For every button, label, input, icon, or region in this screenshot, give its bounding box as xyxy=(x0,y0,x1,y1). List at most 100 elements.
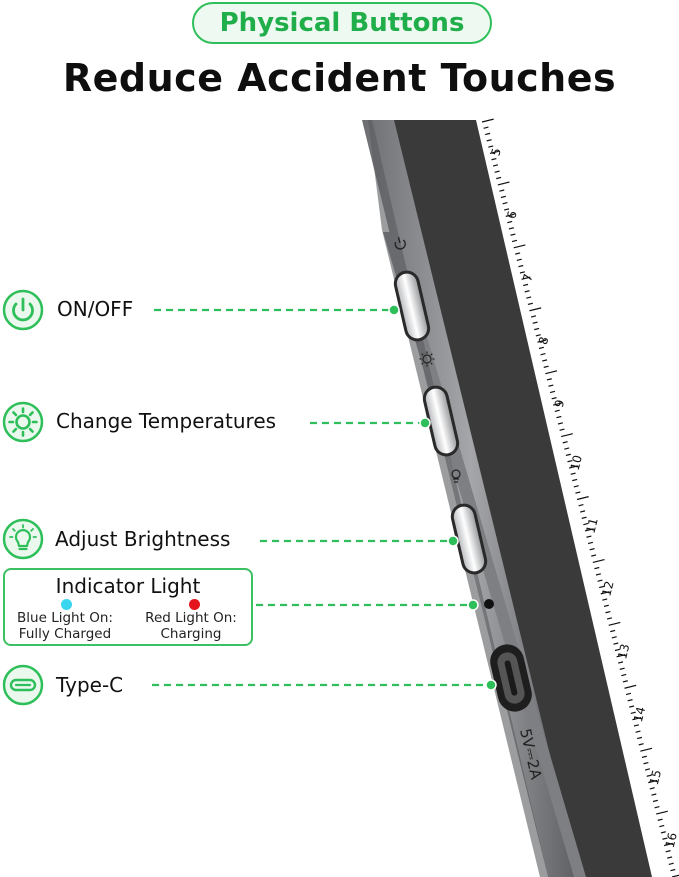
ruler-tick xyxy=(594,566,600,570)
lightbulb-icon xyxy=(2,518,44,560)
ruler-tick xyxy=(516,258,522,261)
ruler-tick xyxy=(619,667,625,670)
ruler-tick xyxy=(575,491,581,494)
red-light-line1: Red Light On: xyxy=(145,610,237,626)
ruler-tick xyxy=(600,591,610,595)
ruler-tick xyxy=(660,831,666,834)
ruler-mark-label: 14 xyxy=(631,705,648,723)
label-type-c: Type-C xyxy=(56,673,124,697)
ruler-tick xyxy=(510,233,516,236)
connector-dot-onoff xyxy=(388,304,400,316)
edge-brightness-symbol xyxy=(451,469,461,483)
ruler-tick xyxy=(632,716,642,721)
ruler-tick xyxy=(667,856,673,859)
edge-power-symbol xyxy=(394,237,406,250)
ruler-tick xyxy=(505,213,515,217)
connector-dot-temperature xyxy=(419,417,431,429)
indicator-title: Indicator Light xyxy=(55,574,201,598)
ruler-tick xyxy=(529,307,542,312)
connector-dot-typec xyxy=(485,679,497,691)
ruler-tick xyxy=(605,610,611,614)
ruler-tick xyxy=(643,761,649,765)
ruler-tick xyxy=(513,244,526,249)
ruler-tick xyxy=(511,239,518,243)
ruler-tick xyxy=(613,642,619,645)
ruler-tick xyxy=(527,302,533,306)
ruler-tick xyxy=(556,415,562,419)
ruler-tick xyxy=(616,654,626,658)
ruler-mark-label: 10 xyxy=(568,454,585,472)
ruler-tick xyxy=(508,227,514,230)
page-title: Reduce Accident Touches xyxy=(62,56,617,100)
blue-light-dot xyxy=(61,599,72,610)
ruler-tick xyxy=(553,402,563,406)
ruler-tick xyxy=(618,661,624,664)
ruler-tick xyxy=(606,617,613,620)
ruler-tick xyxy=(627,699,633,702)
edge-sun-ray xyxy=(430,353,433,356)
ruler-tick xyxy=(656,810,668,815)
ruler-tick xyxy=(549,390,556,394)
ruler-tick xyxy=(592,558,605,563)
ruler-mark-label: 15 xyxy=(647,768,664,786)
ruler-tick xyxy=(562,441,568,444)
ruler-tick xyxy=(630,711,636,714)
ruler-tick xyxy=(507,220,513,224)
ruler-tick xyxy=(659,824,665,828)
ruler-tick xyxy=(644,768,651,771)
blue-light-line1: Blue Light On: xyxy=(17,610,113,626)
label-brightness: Adjust Brightness xyxy=(55,527,231,551)
ruler-tick xyxy=(622,680,628,683)
label-temperature: Change Temperatures xyxy=(56,409,277,433)
ruler-tick xyxy=(542,359,548,362)
ruler-tick xyxy=(521,276,531,280)
blue-light-line2: Fully Charged xyxy=(18,626,112,642)
indicator-led-hole xyxy=(484,599,494,609)
ruler-tick xyxy=(583,522,589,526)
ruler-tick xyxy=(646,774,652,777)
ruler-tick xyxy=(559,428,565,431)
ruler-tick xyxy=(629,705,635,708)
ruler-tick xyxy=(624,684,637,689)
ruler-tick xyxy=(651,793,657,796)
ruler-mark-label: 8 xyxy=(536,335,551,346)
ruler-tick xyxy=(537,339,547,343)
ruler-tick xyxy=(584,528,594,532)
ruler-tick xyxy=(526,296,532,299)
ruler-tick xyxy=(564,447,570,450)
ruler-tick xyxy=(640,747,653,752)
ruler-tick xyxy=(519,271,525,274)
ruler-tick xyxy=(557,422,563,425)
badge-text: Physical Buttons xyxy=(219,8,465,38)
ruler-tick xyxy=(572,478,578,482)
ruler-tick xyxy=(633,724,639,727)
ruler-tick xyxy=(589,548,595,551)
physical-buttons-badge: Physical Buttons xyxy=(192,2,492,44)
red-light-dot xyxy=(189,599,200,610)
ruler-tick xyxy=(554,409,560,412)
power-button xyxy=(393,270,431,342)
ruler-tick xyxy=(540,353,546,356)
ruler-tick xyxy=(663,842,673,847)
ruler-tick xyxy=(603,604,609,608)
ruler-tick xyxy=(486,139,492,142)
edge-temp-symbol xyxy=(419,351,435,367)
sun-icon xyxy=(2,401,44,443)
ruler-tick xyxy=(586,535,592,538)
ruler-mark-label: 5 xyxy=(488,147,503,158)
ruler-tick xyxy=(561,433,573,438)
sun-ray xyxy=(12,411,18,417)
ruler-mark-label: 6 xyxy=(504,209,519,220)
ruler-tick xyxy=(578,504,584,507)
ruler-tick xyxy=(610,629,616,633)
ruler-tick xyxy=(587,541,594,545)
edge-sun-ray xyxy=(421,362,424,365)
ruler-tick xyxy=(524,290,530,293)
ruler-tick xyxy=(614,648,620,652)
ruler-tick xyxy=(611,636,617,639)
ruler-tick xyxy=(515,252,521,255)
ruler-tick xyxy=(670,868,676,872)
ruler-tick xyxy=(565,453,571,457)
ruler-tick xyxy=(532,321,538,324)
screen-panel xyxy=(392,120,652,877)
